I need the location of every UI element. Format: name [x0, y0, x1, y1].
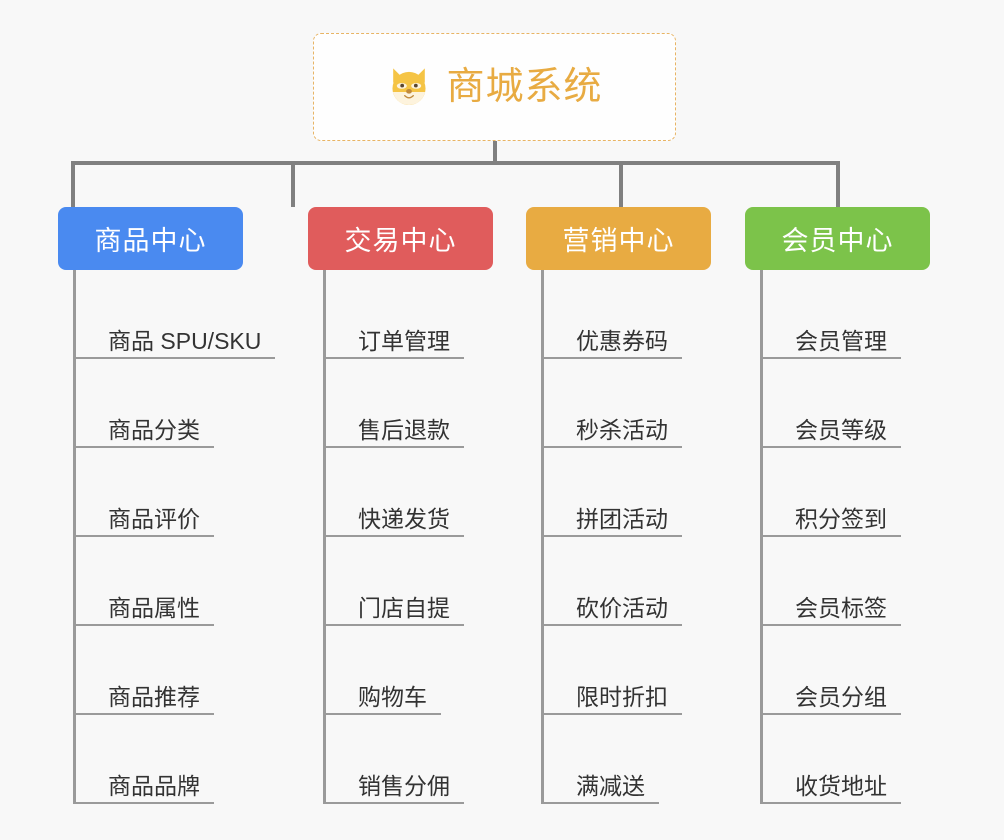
connector-drop-4 [836, 161, 840, 207]
category-header-marketing-center[interactable]: 营销中心 [526, 207, 711, 270]
leaf-underline [326, 446, 464, 448]
branch-column-trade-center: 交易中心 订单管理 售后退款 快递发货 门店自提 购物车 销售分佣 [308, 207, 493, 804]
list-item[interactable]: 商品属性 [76, 537, 243, 626]
list-item[interactable]: 快递发货 [326, 448, 493, 537]
list-item[interactable]: 会员标签 [763, 537, 930, 626]
leaf-label: 会员等级 [795, 416, 887, 443]
leaf-label: 限时折扣 [576, 683, 668, 710]
leaf-underline [544, 624, 682, 626]
list-item[interactable]: 销售分佣 [326, 715, 493, 804]
leaf-label: 销售分佣 [358, 772, 450, 799]
leaf-list-product-center: 商品 SPU/SKU 商品分类 商品评价 商品属性 商品推荐 商品品牌 [73, 270, 275, 804]
list-item[interactable]: 收货地址 [763, 715, 930, 804]
leaf-underline [326, 802, 464, 804]
leaf-label: 会员标签 [795, 594, 887, 621]
leaf-underline [326, 535, 464, 537]
list-item[interactable]: 商品分类 [76, 359, 243, 448]
list-item[interactable]: 订单管理 [326, 270, 493, 359]
root-title: 商城系统 [446, 66, 603, 108]
branch-column-marketing-center: 营销中心 优惠券码 秒杀活动 拼团活动 砍价活动 限时折扣 满减送 [526, 207, 711, 804]
list-item[interactable]: 满减送 [544, 715, 711, 804]
leaf-label: 商品推荐 [108, 683, 200, 710]
leaf-underline [763, 535, 901, 537]
leaf-label: 商品 SPU/SKU [108, 327, 262, 354]
leaf-underline [763, 713, 901, 715]
leaf-label: 拼团活动 [576, 505, 668, 532]
connector-drop-1 [71, 161, 75, 207]
leaf-label: 门店自提 [358, 594, 450, 621]
leaf-label: 收货地址 [795, 772, 887, 799]
leaf-underline [544, 357, 682, 359]
leaf-underline [544, 802, 659, 804]
list-item[interactable]: 会员管理 [763, 270, 930, 359]
root-node[interactable]: 商城系统 [313, 33, 676, 141]
leaf-label: 积分签到 [795, 505, 887, 532]
list-item[interactable]: 商品评价 [76, 448, 243, 537]
list-item[interactable]: 会员等级 [763, 359, 930, 448]
leaf-underline [326, 357, 464, 359]
list-item[interactable]: 优惠券码 [544, 270, 711, 359]
leaf-underline [326, 713, 441, 715]
branch-column-product-center: 商品中心 商品 SPU/SKU 商品分类 商品评价 商品属性 商品推荐 商品品牌 [58, 207, 275, 804]
branch-column-member-center: 会员中心 会员管理 会员等级 积分签到 会员标签 会员分组 收货地址 [745, 207, 930, 804]
list-item[interactable]: 门店自提 [326, 537, 493, 626]
leaf-label: 购物车 [358, 683, 427, 710]
leaf-underline [326, 624, 464, 626]
leaf-list-marketing-center: 优惠券码 秒杀活动 拼团活动 砍价活动 限时折扣 满减送 [541, 270, 711, 804]
category-header-product-center[interactable]: 商品中心 [58, 207, 243, 270]
leaf-underline [76, 802, 214, 804]
leaf-list-trade-center: 订单管理 售后退款 快递发货 门店自提 购物车 销售分佣 [323, 270, 493, 804]
leaf-underline [76, 624, 214, 626]
leaf-label: 订单管理 [358, 327, 450, 354]
leaf-underline [544, 713, 682, 715]
list-item[interactable]: 积分签到 [763, 448, 930, 537]
list-item[interactable]: 购物车 [326, 626, 493, 715]
list-item[interactable]: 会员分组 [763, 626, 930, 715]
list-item[interactable]: 砍价活动 [544, 537, 711, 626]
leaf-underline [763, 446, 901, 448]
leaf-label: 优惠券码 [576, 327, 668, 354]
category-header-member-center[interactable]: 会员中心 [745, 207, 930, 270]
list-item[interactable]: 售后退款 [326, 359, 493, 448]
list-item[interactable]: 限时折扣 [544, 626, 711, 715]
list-item[interactable]: 拼团活动 [544, 448, 711, 537]
connector-drop-2 [291, 161, 295, 207]
category-header-trade-center[interactable]: 交易中心 [308, 207, 493, 270]
leaf-underline [76, 446, 214, 448]
list-item[interactable]: 商品推荐 [76, 626, 243, 715]
leaf-label: 砍价活动 [576, 594, 668, 621]
leaf-underline [763, 357, 901, 359]
list-item[interactable]: 商品品牌 [76, 715, 243, 804]
leaf-label: 商品属性 [108, 594, 200, 621]
leaf-list-member-center: 会员管理 会员等级 积分签到 会员标签 会员分组 收货地址 [760, 270, 930, 804]
leaf-underline [544, 446, 682, 448]
leaf-underline [76, 713, 214, 715]
leaf-label: 商品分类 [108, 416, 200, 443]
connector-drop-3 [619, 161, 623, 207]
leaf-label: 售后退款 [358, 416, 450, 443]
list-item[interactable]: 商品 SPU/SKU [76, 270, 275, 359]
leaf-label: 商品评价 [108, 505, 200, 532]
leaf-label: 满减送 [576, 772, 645, 799]
list-item[interactable]: 秒杀活动 [544, 359, 711, 448]
leaf-label: 秒杀活动 [576, 416, 668, 443]
leaf-underline [544, 535, 682, 537]
connector-horizontal-bus [71, 161, 840, 165]
leaf-label: 会员分组 [795, 683, 887, 710]
connector-root-stem [493, 141, 497, 163]
leaf-underline [763, 802, 901, 804]
dog-face-icon [392, 68, 427, 105]
leaf-underline [76, 357, 275, 359]
leaf-label: 会员管理 [795, 327, 887, 354]
leaf-underline [76, 535, 214, 537]
leaf-label: 商品品牌 [108, 772, 200, 799]
leaf-underline [763, 624, 901, 626]
leaf-label: 快递发货 [358, 505, 450, 532]
